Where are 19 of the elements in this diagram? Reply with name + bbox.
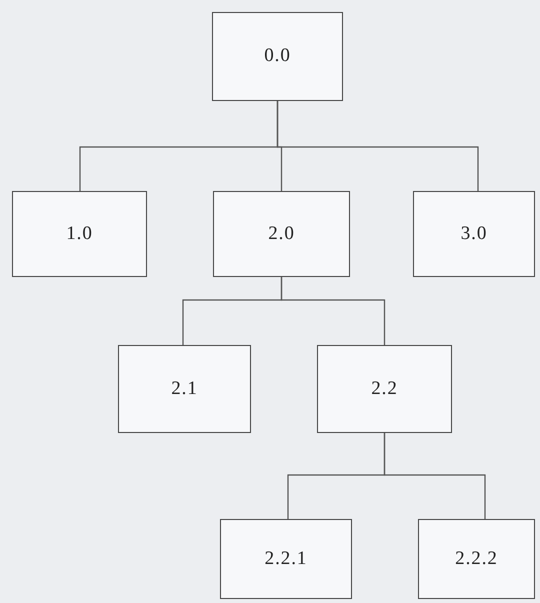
hierarchy-box bbox=[212, 12, 343, 101]
hierarchy-box bbox=[213, 191, 350, 277]
connector-line bbox=[276, 101, 479, 191]
hierarchy-box bbox=[413, 191, 535, 277]
hierarchy-box bbox=[220, 519, 352, 599]
box-label: 2.2.1 bbox=[264, 546, 308, 571]
box-label: 3.0 bbox=[460, 222, 488, 246]
connector-line bbox=[384, 433, 486, 519]
hierarchy-box bbox=[12, 191, 147, 277]
box-label: 1.0 bbox=[66, 222, 93, 246]
box-label: 2.2 bbox=[371, 376, 398, 401]
hierarchy-box bbox=[118, 345, 251, 433]
box-label: 2.2.2 bbox=[455, 546, 498, 571]
hierarchy-box bbox=[317, 345, 452, 433]
box-label: 0.0 bbox=[264, 44, 291, 68]
connector-line bbox=[280, 277, 386, 345]
hierarchy-box bbox=[418, 519, 535, 599]
box-label: 2.0 bbox=[268, 222, 295, 246]
box-label: 2.1 bbox=[171, 376, 198, 401]
